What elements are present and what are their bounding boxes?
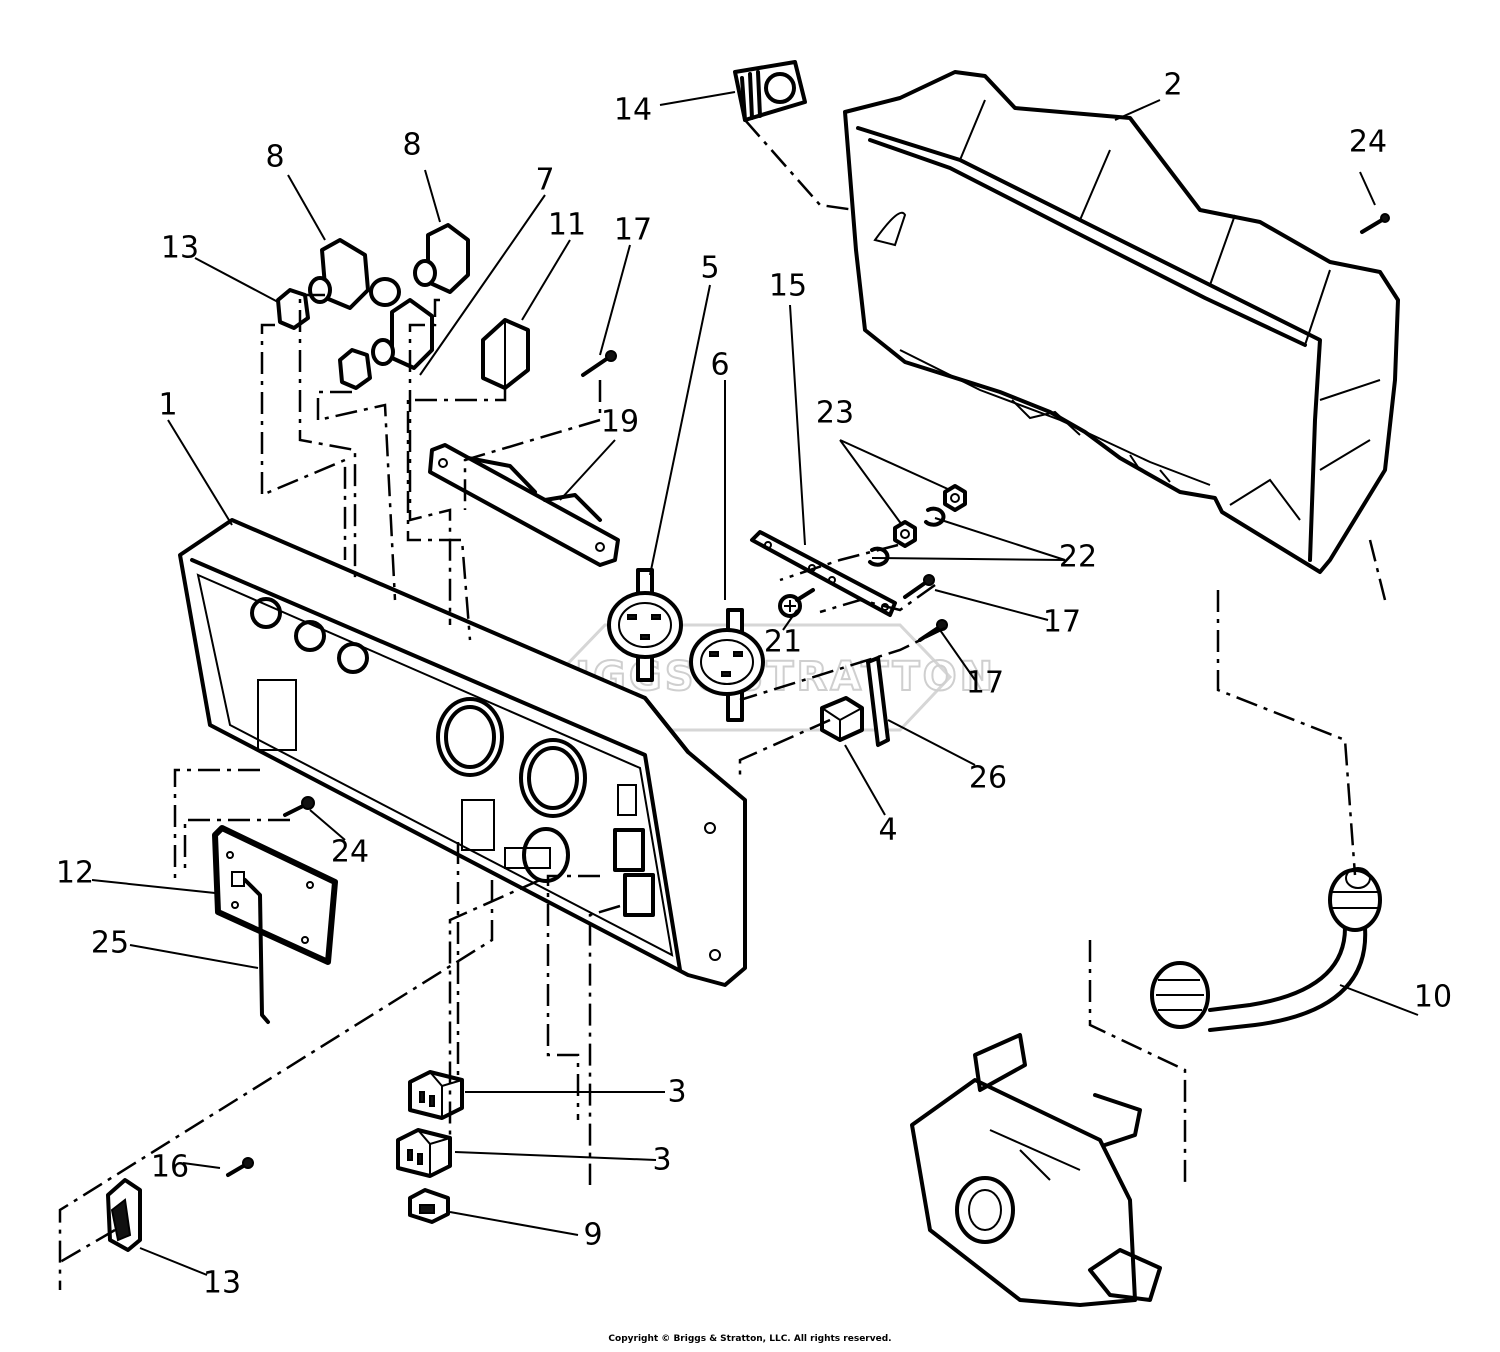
callout-17-low: 17 (966, 666, 1004, 701)
callout-6: 6 (710, 348, 729, 383)
part-26-bracket (866, 656, 890, 747)
part-12-plate (212, 825, 338, 965)
part-15-strip (750, 530, 897, 617)
part-11-block (481, 318, 530, 390)
callout-19: 19 (601, 405, 639, 440)
part-3-outlet-lower (396, 1128, 452, 1178)
callout-13-lower: 13 (203, 1266, 241, 1301)
callout-14: 14 (614, 93, 652, 128)
copyright-notice: Copyright © Briggs & Stratton, LLC. All … (608, 1334, 892, 1344)
part-2-housing (843, 70, 1400, 574)
part-25-wire (243, 878, 270, 1024)
callout-17-top: 17 (614, 213, 652, 248)
callout-2: 2 (1163, 68, 1182, 103)
part-5-receptacle (607, 568, 683, 682)
part-18-boot-lower (338, 338, 395, 390)
callout-24-panel: 24 (331, 835, 369, 870)
callout-8-left: 8 (265, 140, 284, 175)
part-9-switch (408, 1188, 450, 1224)
callout-15: 15 (769, 269, 807, 304)
callout-1: 1 (158, 388, 177, 423)
callout-12: 12 (56, 856, 94, 891)
part-24-screw-panel (283, 796, 315, 817)
part-8-breaker-left (308, 238, 370, 310)
callout-3-upper: 3 (667, 1075, 686, 1110)
part-17-screw-mid (903, 574, 935, 599)
part-21-screw (778, 588, 815, 618)
part-14-grommet (733, 60, 807, 122)
part-13-switch (106, 1178, 142, 1252)
part-8-breaker-right (413, 223, 470, 294)
callout-13-upper: 13 (161, 231, 199, 266)
callout-4: 4 (878, 813, 897, 848)
leader-lines (91, 91, 1419, 1276)
callout-21: 21 (764, 625, 802, 660)
part-1-control-panel (178, 518, 747, 987)
callout-16: 16 (151, 1150, 189, 1185)
callout-24-top: 24 (1349, 125, 1387, 160)
part-23-nuts (893, 484, 967, 548)
part-6-receptacle (689, 608, 765, 722)
callout-9: 9 (583, 1218, 602, 1253)
callout-22: 22 (1059, 540, 1097, 575)
callout-17-mid: 17 (1043, 605, 1081, 640)
callout-5: 5 (700, 251, 719, 286)
part-24-screw-top (1360, 213, 1390, 234)
part-3-outlet-upper (408, 1070, 464, 1120)
callout-7: 7 (535, 163, 554, 198)
callout-26: 26 (969, 761, 1007, 796)
callout-25: 25 (91, 926, 129, 961)
cord-end-housing (910, 1033, 1162, 1307)
callout-11: 11 (548, 208, 586, 243)
part-4-block (820, 696, 864, 742)
part-7-breaker (369, 277, 434, 370)
callout-23: 23 (816, 396, 854, 431)
callout-10: 10 (1414, 980, 1452, 1015)
part-17-screw-top (581, 350, 617, 377)
callout-8-right: 8 (402, 128, 421, 163)
part-19-bracket (428, 443, 620, 567)
callout-labels: 1 2 3 3 4 5 6 7 8 8 9 10 11 12 13 13 14 … (56, 68, 1452, 1301)
part-10-cord (1150, 867, 1382, 1032)
part-16-screw (226, 1157, 254, 1177)
assembly-dash-lines (58, 119, 1387, 1290)
callout-3-lower: 3 (652, 1143, 671, 1178)
